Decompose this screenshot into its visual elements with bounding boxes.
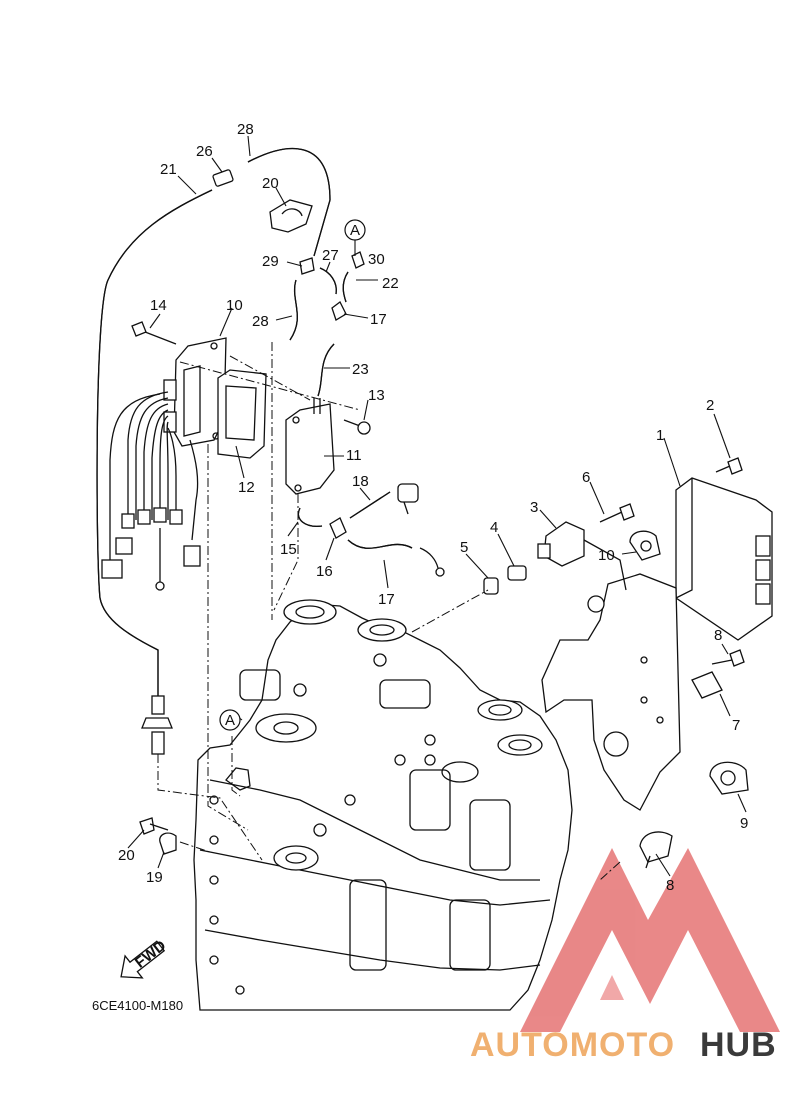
callout-27: 27 bbox=[322, 247, 339, 264]
fwd-arrow: FWD bbox=[120, 937, 170, 979]
callout-11: 10 bbox=[226, 297, 243, 314]
clamp-20 bbox=[159, 832, 177, 855]
bolt-21 bbox=[139, 817, 169, 835]
callout-28-mid: 28 bbox=[252, 313, 269, 330]
bolt-15 bbox=[131, 321, 177, 345]
callout-19: 18 bbox=[352, 473, 369, 490]
callout-5: 5 bbox=[460, 539, 468, 556]
callout-6: 6 bbox=[582, 469, 590, 486]
diagram-code: 6CE4100-M180 bbox=[92, 998, 183, 1013]
callout-21: 20 bbox=[118, 847, 135, 864]
cdi-unit bbox=[163, 337, 227, 447]
clamp-10-upper bbox=[629, 530, 661, 561]
callouts: 28 26 21 20 27 29 30 22 28 17 14 10 23 1… bbox=[118, 121, 748, 894]
callout-23: 21 bbox=[160, 161, 177, 178]
bracket-plate bbox=[541, 573, 723, 811]
fitting-30 bbox=[351, 251, 365, 269]
watermark-part1: AUTOMOTO bbox=[470, 1026, 675, 1064]
callout-9: 8 bbox=[666, 877, 674, 894]
callout-4: 4 bbox=[490, 519, 498, 536]
ecu-unit bbox=[675, 477, 773, 641]
hose-28-upper bbox=[247, 147, 331, 257]
collar-5 bbox=[483, 577, 499, 595]
callout-29: 29 bbox=[262, 253, 279, 270]
callout-2: 2 bbox=[706, 397, 714, 414]
bolt-6 bbox=[599, 503, 635, 523]
fwd-label: FWD bbox=[132, 937, 170, 972]
clamp-9 bbox=[639, 831, 673, 869]
clamp-10-lower bbox=[709, 761, 749, 795]
grommet-4 bbox=[507, 565, 527, 581]
callout-20: 19 bbox=[146, 869, 163, 886]
callout-13: 12 bbox=[238, 479, 255, 496]
joint-26 bbox=[212, 169, 234, 187]
logo-shape-icon bbox=[520, 848, 780, 1032]
callout-10-upper: 10 bbox=[598, 547, 615, 564]
callout-22: 20 bbox=[262, 175, 279, 192]
watermark-logo bbox=[520, 848, 780, 1032]
callout-25: 23 bbox=[352, 361, 369, 378]
callout-15: 14 bbox=[150, 297, 167, 314]
callout-1: 1 bbox=[656, 427, 664, 444]
sensor-3 bbox=[537, 521, 627, 613]
hose-23 bbox=[96, 189, 213, 755]
callout-7: 7 bbox=[732, 717, 740, 734]
bolt-8 bbox=[711, 649, 745, 667]
callout-17-top: 17 bbox=[370, 311, 387, 328]
clip-22 bbox=[269, 199, 313, 233]
callout-26: 26 bbox=[196, 143, 213, 160]
engine-block bbox=[193, 599, 573, 1011]
logo-accent-icon bbox=[600, 975, 624, 1000]
watermark-text: AUTOMOTO HUB bbox=[470, 1026, 777, 1064]
callout-12: 11 bbox=[346, 447, 362, 464]
bolt-2 bbox=[715, 457, 743, 475]
callout-3: 3 bbox=[530, 499, 538, 516]
bolt-14 bbox=[343, 419, 371, 435]
ref-marker-bottom: A bbox=[219, 709, 241, 731]
callout-16: 15 bbox=[280, 541, 297, 558]
callout-28-top: 28 bbox=[237, 121, 254, 138]
gasket-13 bbox=[217, 369, 267, 459]
bracket-12 bbox=[285, 398, 335, 495]
callout-18: 17 bbox=[378, 591, 395, 608]
wire-harness bbox=[101, 391, 201, 591]
callout-17-bottom: 16 bbox=[316, 563, 333, 580]
callout-30: 30 bbox=[368, 251, 385, 268]
ref-marker-top: A bbox=[344, 219, 366, 256]
callout-14: 13 bbox=[368, 387, 385, 404]
hose-assembly bbox=[289, 257, 445, 577]
callout-24: 22 bbox=[382, 275, 399, 292]
callout-8: 8 bbox=[714, 627, 722, 644]
ref-marker-bottom-label: A bbox=[225, 712, 235, 729]
dashed-guide-lines bbox=[157, 342, 621, 881]
ref-marker-top-label: A bbox=[350, 222, 360, 239]
watermark-part2: HUB bbox=[700, 1026, 777, 1064]
fwd-arrow-icon bbox=[120, 940, 166, 979]
callout-10-lower: 9 bbox=[740, 815, 748, 832]
